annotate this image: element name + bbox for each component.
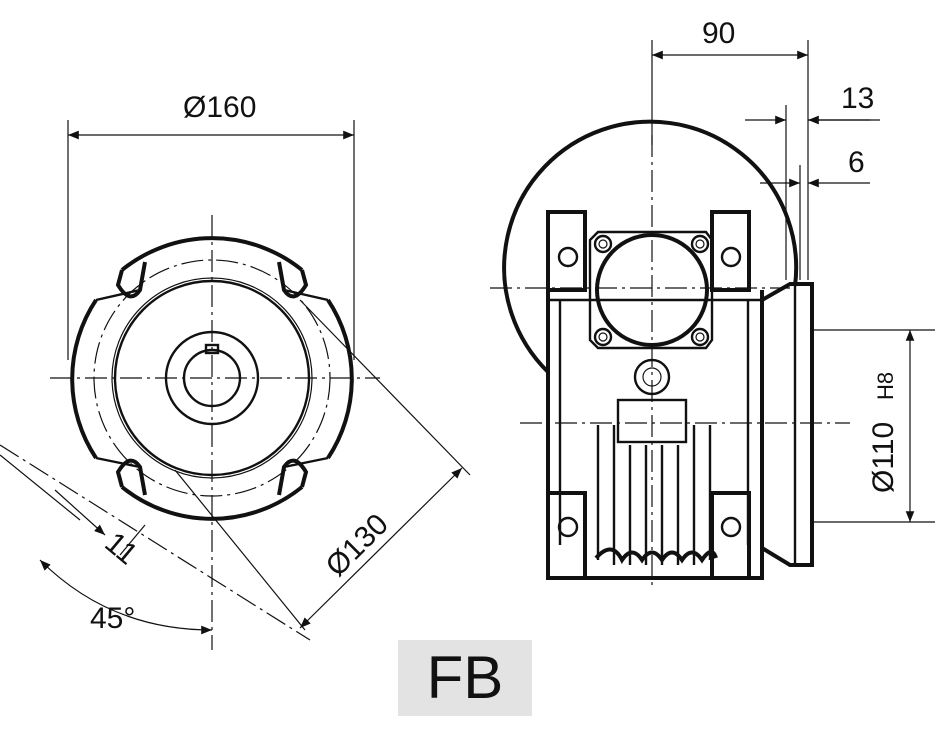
flange-front-view	[0, 120, 471, 650]
dim-spigot-diameter: Ø110	[867, 422, 900, 493]
dim-flange-offset: 13	[841, 82, 874, 115]
dim-spigot-tolerance: H8	[873, 372, 898, 400]
dim-spigot-depth: 6	[848, 146, 865, 179]
model-label-box: FB	[398, 640, 532, 716]
dim-length: 90	[702, 17, 735, 50]
dim-flange-diameter: Ø160	[183, 91, 256, 124]
dim-angle: 45°	[90, 602, 135, 635]
gearbox-side-view	[490, 40, 935, 590]
model-label: FB	[426, 644, 504, 711]
dim-slot-width: 11	[99, 526, 144, 571]
